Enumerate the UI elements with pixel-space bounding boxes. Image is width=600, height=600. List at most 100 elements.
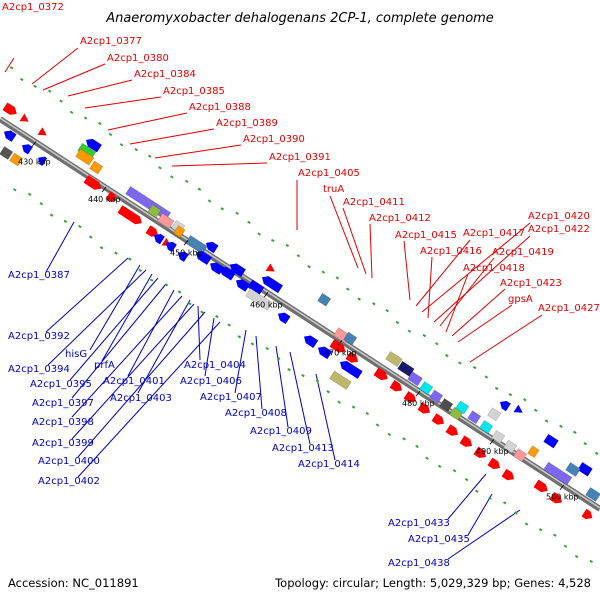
forward-leader-line: [415, 239, 471, 307]
gc-dot: [452, 469, 457, 473]
gene-feature: [178, 251, 189, 262]
tick-mark: [489, 438, 495, 445]
forward-gene-label: A2cp1_0418: [463, 263, 525, 274]
reverse-gene-label: A2cp1_0401: [103, 376, 165, 387]
gene-feature: [38, 156, 48, 166]
forward-gene-label: A2cp1_0423: [500, 278, 562, 289]
reverse-gene-label: A2cp1_0414: [298, 459, 360, 470]
gc-dot: [553, 533, 557, 537]
forward-leader-line: [67, 79, 133, 97]
gene-feature: [491, 429, 506, 444]
reverse-leader-line: [71, 295, 183, 418]
tick-mark: [31, 141, 37, 147]
gc-dot: [589, 559, 594, 564]
gene-feature: [173, 225, 186, 238]
gc-dot: [9, 66, 14, 70]
gc-dot: [270, 238, 275, 243]
gc-dot: [13, 188, 17, 192]
gc-dot: [544, 419, 549, 423]
reverse-gene-label: A2cp1_0409: [250, 426, 312, 437]
reverse-leader-line: [275, 345, 289, 428]
gc-dot: [346, 287, 350, 291]
forward-leader-line: [451, 288, 506, 337]
gene-feature: [83, 175, 102, 190]
gc-dot: [574, 554, 579, 559]
gc-dot: [559, 424, 563, 428]
reverse-gene-label: A2cp1_0406: [180, 376, 242, 387]
gc-dot: [538, 528, 543, 532]
gc-dot: [39, 202, 44, 206]
reverse-leader-line: [447, 509, 521, 560]
gene-feature: [185, 235, 208, 255]
gc-dot: [147, 154, 152, 158]
forward-leader-line: [84, 96, 162, 109]
gene-feature: [318, 346, 333, 360]
gene-feature: [565, 462, 581, 477]
gc-dot: [114, 251, 118, 255]
gene-feature: [329, 339, 346, 353]
forward-leader-line: [42, 63, 106, 91]
gc-dot: [594, 451, 599, 455]
reverse-gene-label: A2cp1_0387: [8, 270, 70, 281]
gc-dot: [321, 270, 326, 274]
tick-label: 500 kbp: [546, 493, 579, 502]
gene-feature: [543, 461, 573, 486]
gene-feature: [581, 508, 593, 520]
gene-feature: [500, 400, 511, 412]
reverse-leader-line: [45, 221, 75, 273]
gc-dot-tracks: [9, 66, 599, 564]
reverse-gene-label: A2cp1_0404: [184, 360, 246, 371]
gene-feature: [340, 360, 363, 379]
gc-dot: [434, 342, 439, 346]
gene-feature: [429, 389, 444, 404]
gc-dot: [563, 544, 568, 548]
forward-gene-label: A2cp1_0385: [163, 86, 225, 97]
forward-gene-label: A2cp1_0380: [107, 53, 169, 64]
forward-leader-line: [31, 47, 79, 85]
gene-feature: [501, 468, 515, 481]
gene-feature: [473, 446, 487, 458]
gene-feature: [445, 424, 459, 436]
gene-feature: [459, 435, 473, 447]
gene-feature: [117, 205, 142, 225]
forward-gene-label: A2cp1_0389: [216, 118, 278, 129]
tick-mark: [183, 240, 189, 246]
gene-feature: [397, 360, 415, 377]
forward-leader-line: [421, 222, 531, 313]
gc-dot: [315, 379, 320, 383]
gc-dot: [265, 346, 270, 351]
gene-feature: [543, 433, 559, 449]
gene-feature: [37, 127, 47, 136]
gc-dot: [33, 84, 37, 89]
label-leader-lines: [4, 47, 543, 560]
reverse-gene-label: A2cp1_0394: [8, 364, 70, 375]
gc-dot: [235, 211, 239, 215]
gene-feature: [210, 262, 225, 275]
gc-dot: [425, 456, 429, 460]
gene-feature: [19, 113, 29, 122]
reverse-gene-label: A2cp1_0413: [272, 443, 334, 454]
gc-dot: [207, 199, 212, 203]
reverse-gene-label: A2cp1_0392: [8, 331, 70, 342]
forward-gene-label: A2cp1_0415: [395, 230, 457, 241]
gc-dot: [78, 224, 82, 229]
reverse-gene-label: A2cp1_0433: [388, 518, 450, 529]
gc-dot: [134, 147, 139, 152]
forward-leader-line: [129, 128, 215, 145]
gene-feature: [4, 130, 17, 142]
tick-label: 470 kbp: [324, 348, 357, 357]
gene-feature: [206, 241, 219, 254]
gc-dot: [187, 302, 192, 306]
gene-feature: [487, 457, 501, 470]
gc-dot: [59, 99, 63, 103]
gc-dot: [326, 390, 330, 394]
gene-feature: [262, 276, 283, 294]
gc-dot: [445, 353, 449, 358]
reverse-gene-label: A2cp1_0398: [32, 417, 94, 428]
gc-dot: [307, 265, 311, 269]
tick-label: 440 kbp: [88, 195, 121, 204]
gene-feature: [345, 351, 359, 363]
reverse-gene-label: hisG: [65, 349, 87, 360]
forward-gene-label: A2cp1_0390: [243, 134, 305, 145]
